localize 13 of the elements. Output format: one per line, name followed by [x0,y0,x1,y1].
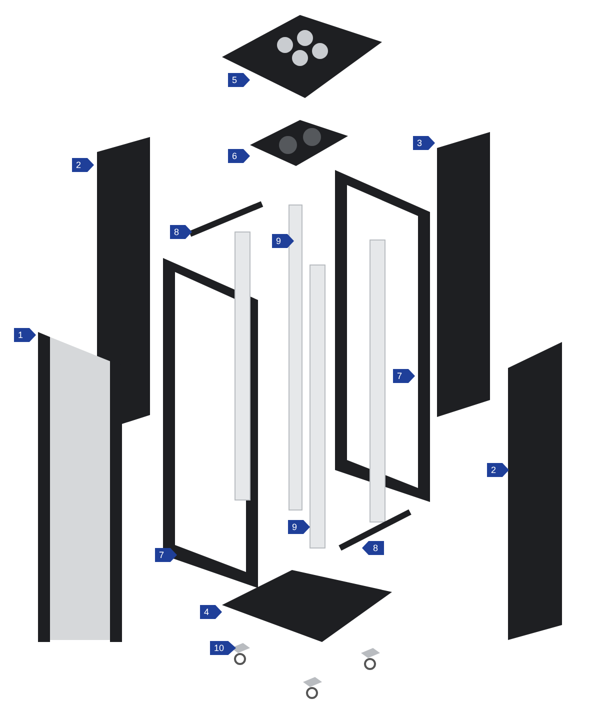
callout-number: 3 [413,136,435,150]
callout-number: 6 [228,149,250,163]
callout-number: 8 [170,225,192,239]
callout-number: 8 [362,541,384,555]
callout-number: 10 [210,641,236,655]
callout-number: 2 [487,463,509,477]
callout-number: 5 [228,73,250,87]
callout-number: 7 [393,369,415,383]
callout-number: 9 [288,520,310,534]
callout-number: 7 [155,548,177,562]
callout-number: 1 [14,328,36,342]
callout-number: 2 [72,158,94,172]
callout-number: 4 [200,605,222,619]
